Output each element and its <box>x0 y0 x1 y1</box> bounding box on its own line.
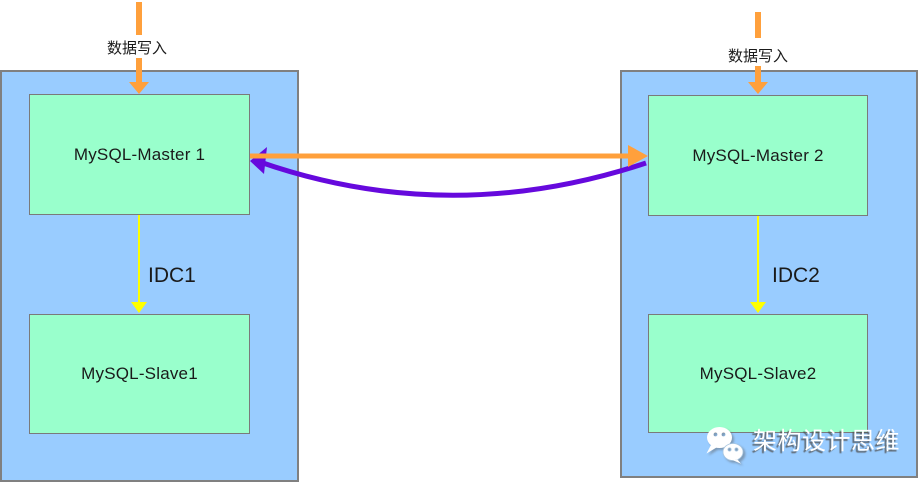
idc1-label: IDC1 <box>148 264 196 287</box>
node-mysql-master2: MySQL-Master 2 <box>648 95 868 216</box>
master1-to-master2-arrow <box>250 145 648 167</box>
write-label-idc2: 数据写入 <box>727 48 788 65</box>
master2-to-master1-curve <box>259 159 647 198</box>
idc2-label: IDC2 <box>772 264 820 287</box>
wechat-big-bubble-tail <box>706 445 717 454</box>
wechat-icon <box>706 427 744 464</box>
node-mysql-slave1: MySQL-Slave1 <box>29 314 250 434</box>
node-mysql-master2-label: MySQL-Master 2 <box>692 145 824 165</box>
watermark-text: 架构设计思维 <box>753 428 900 455</box>
write-label-idc1: 数据写入 <box>106 40 167 57</box>
master2-to-master1-arrow <box>250 147 647 198</box>
wechat-small-bubble-tail <box>733 459 741 464</box>
node-mysql-slave2: MySQL-Slave2 <box>648 314 868 433</box>
wechat-small-bubble <box>722 443 744 461</box>
node-mysql-master1: MySQL-Master 1 <box>29 94 250 215</box>
node-mysql-slave1-label: MySQL-Slave1 <box>81 364 198 383</box>
node-mysql-slave2-label: MySQL-Slave2 <box>699 363 817 383</box>
node-mysql-master1-label: MySQL-Master 1 <box>73 144 206 164</box>
watermark: 架构设计思维 <box>701 420 900 464</box>
wechat-big-bubble <box>707 427 732 448</box>
